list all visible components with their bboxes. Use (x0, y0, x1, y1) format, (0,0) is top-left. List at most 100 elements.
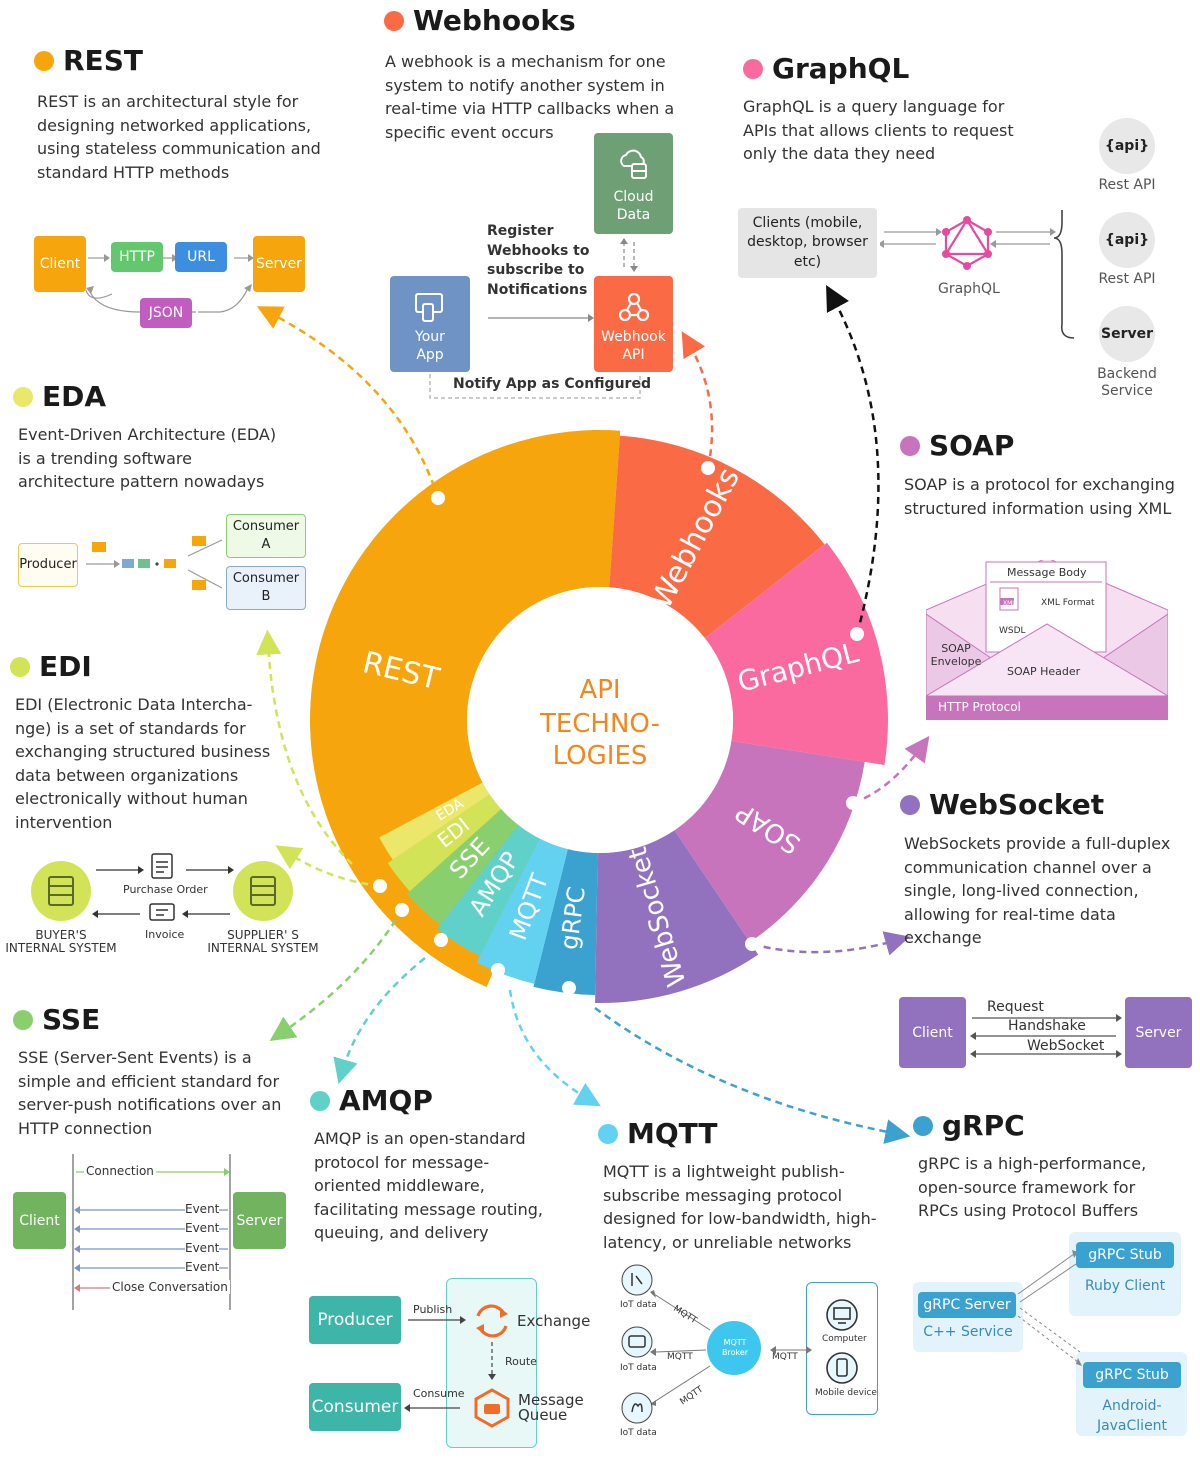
mqtt-computer-label: Computer (822, 1334, 867, 1344)
eda-consumer-b-box: Consumer B (226, 566, 306, 610)
mqtt-broker-circle (707, 1321, 761, 1375)
server-bubble: Server (1099, 306, 1155, 362)
wheel-segment-amqp (436, 824, 540, 957)
amqp-title: AMQP (310, 1084, 433, 1117)
document-icon (151, 853, 173, 879)
center-line3: LOGIES (553, 741, 648, 771)
mqtt-iot-3: IoT data (620, 1428, 657, 1438)
edi-supplier-label: SUPPLIER' S INTERNAL SYSTEM (207, 928, 319, 955)
grpc-server-box: gRPC Server (918, 1292, 1016, 1318)
eda-title: EDA (13, 380, 106, 413)
graphql-icon (944, 217, 990, 268)
edi-desc: EDI (Electronic Data Intercha-nge) is a … (15, 695, 271, 832)
rest-title: REST (34, 44, 143, 77)
grpc-stub-1-box: gRPC Stub (1076, 1242, 1174, 1268)
arrow-origins (373, 461, 864, 995)
wheel-segment-graphql (704, 542, 888, 766)
edi-diagram (31, 853, 293, 921)
grpc-arrow (594, 1006, 911, 1144)
mqtt-dot (598, 1123, 618, 1144)
edi-purchase-label: Purchase Order (123, 883, 208, 896)
soap-desc: SOAP is a protocol for exchanging struct… (904, 475, 1175, 518)
soap-arrow (852, 735, 930, 805)
amqp-dot (310, 1090, 330, 1111)
eda-diagram-lines (86, 536, 223, 590)
grpc-cpp-label: C++ Service (923, 1324, 1013, 1340)
amqp-producer-box: Producer (309, 1296, 401, 1344)
queue-icon (474, 1388, 510, 1428)
eda-producer-box: Producer (18, 543, 78, 587)
cloud-data-box: Cloud Data (594, 133, 673, 234)
rest-json-box: JSON (140, 298, 192, 328)
soap-title: SOAP (900, 429, 1014, 462)
graphql-diagram-lines (880, 210, 1075, 339)
mqtt-mobile-label: Mobile device (815, 1388, 877, 1398)
webhooks-desc: A webhook is a mechanism for one system … (385, 52, 675, 142)
mqtt-broker-label: MQTT Broker (721, 1338, 749, 1357)
webhooks-title: Webhooks (384, 4, 576, 37)
amqp-consume-label: Consume (413, 1387, 465, 1400)
sse-event-3: Event (185, 1241, 220, 1255)
wheel-segment-grpc (533, 849, 598, 995)
amqp-route-label: Route (505, 1355, 537, 1368)
rest-api-label-1: Rest API (1098, 177, 1156, 193)
wheel-segment-eda (379, 782, 490, 860)
grpc-title: gRPC (913, 1109, 1025, 1142)
wheel-segments (309, 429, 888, 1004)
soap-message-body: Message Body (1007, 566, 1087, 579)
webhook-icon (618, 292, 649, 322)
your-app-box: Your App (390, 276, 470, 372)
grpc-android-label: Android-JavaClient (1096, 1398, 1168, 1434)
graphql-arrow (826, 285, 880, 635)
register-label: Register Webhooks to subscribe to Notifi… (487, 223, 590, 298)
soap-dot (900, 435, 920, 456)
mqtt-desc: MQTT is a lightweight publish-subscribe … (603, 1162, 877, 1252)
graphql-label: GraphQL (938, 281, 1000, 297)
rest-http-box: HTTP (111, 242, 163, 272)
eda-arrow (256, 629, 353, 865)
backend-label: Backend Service (1097, 366, 1157, 399)
amqp-arrow (333, 957, 426, 1085)
soap-wsdl: WSDL (999, 626, 1026, 636)
grpc-dot (913, 1115, 933, 1136)
ws-diagram-lines (970, 1014, 1122, 1058)
edi-title: EDI (10, 650, 92, 683)
rest-api-label-2: Rest API (1098, 271, 1156, 287)
sse-connection-label: Connection (84, 1164, 156, 1178)
rest-url-box: URL (175, 242, 227, 272)
ws-server-box: Server (1125, 997, 1192, 1068)
mqtt-title: MQTT (598, 1117, 718, 1150)
api-bubble-2: {api} (1099, 212, 1155, 268)
computer-icon (826, 1299, 858, 1331)
sse-close-label: Close Conversation (110, 1280, 230, 1294)
amqp-exchange-label: Exchange (517, 1312, 591, 1330)
amqp-diagram-lines (404, 1304, 510, 1428)
mqtt-iot-1: IoT data (620, 1300, 657, 1310)
eda-desc: Event-Driven Architecture (EDA) is a tre… (18, 425, 277, 491)
amqp-publish-label: Publish (413, 1303, 453, 1316)
mobile-icon (826, 1352, 858, 1384)
amqp-queue-label: Message Queue (518, 1391, 584, 1424)
sse-event-2: Event (185, 1221, 220, 1235)
connector-arrows (256, 285, 930, 1144)
wheel-segment-edi (387, 794, 502, 892)
sse-client-box: Client (13, 1192, 66, 1249)
edi-arrow (275, 845, 381, 888)
notify-label: Notify App as Configured (453, 376, 651, 392)
graphql-title: GraphQL (743, 52, 909, 85)
websocket-dot (900, 794, 920, 815)
ws-request-label: Request (987, 999, 1044, 1015)
sse-server-box: Server (233, 1192, 286, 1249)
soap-header-label: SOAP Header (1007, 665, 1081, 678)
websocket-desc: WebSockets provide a full-duplex communi… (904, 834, 1171, 947)
webhooks-arrow (681, 331, 714, 469)
server-icon (48, 876, 276, 906)
graphql-clients-box: Clients (mobile, desktop, browser etc) (738, 208, 877, 278)
soap-envelope-graphic (926, 560, 1168, 720)
amqp-consumer-box: Consumer (309, 1383, 401, 1431)
soap-http-label: HTTP Protocol (938, 700, 1021, 714)
ticket-icon (149, 903, 175, 921)
rest-desc: REST is an architectural style for desig… (37, 92, 321, 182)
rest-diagram-lines (85, 254, 254, 313)
